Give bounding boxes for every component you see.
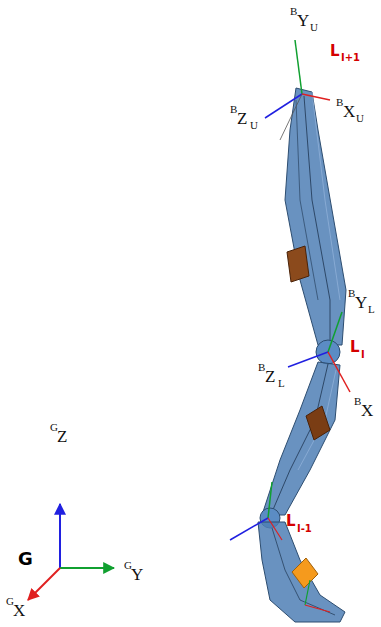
link-label: L (330, 44, 340, 59)
axis-label: Z (237, 110, 247, 127)
axis-label: Z (57, 428, 67, 445)
frame-superscript: B (348, 288, 355, 299)
frame-subscript: U (356, 113, 364, 124)
link-subscript: I (361, 350, 365, 360)
frame-subscript: U (310, 22, 318, 33)
link-subscript: I-1 (297, 524, 312, 534)
frame-name: G (18, 550, 33, 568)
axis-label: X (13, 602, 25, 619)
axis-label: Y (297, 12, 309, 29)
frame-superscript: B (290, 6, 297, 17)
frame-subscript: L (368, 304, 375, 315)
link-label: L (350, 340, 360, 355)
frame-superscript: B (230, 104, 237, 115)
frame-subscript: L (278, 378, 285, 389)
frame-superscript: B (354, 396, 361, 407)
axis-label: Z (265, 368, 275, 385)
axis-label: Y (355, 294, 367, 311)
link-label: L (286, 514, 296, 529)
frame-superscript: G (6, 596, 14, 607)
frame-subscript: U (250, 120, 258, 131)
frame-superscript: B (258, 362, 265, 373)
frame-superscript: B (336, 97, 343, 108)
axis-label: X (343, 103, 355, 120)
frame-superscript: G (50, 422, 58, 433)
axis-label: Y (131, 566, 143, 583)
axis-label: X (361, 402, 373, 419)
frame-superscript: G (124, 560, 132, 571)
link-subscript: I+1 (341, 53, 360, 63)
